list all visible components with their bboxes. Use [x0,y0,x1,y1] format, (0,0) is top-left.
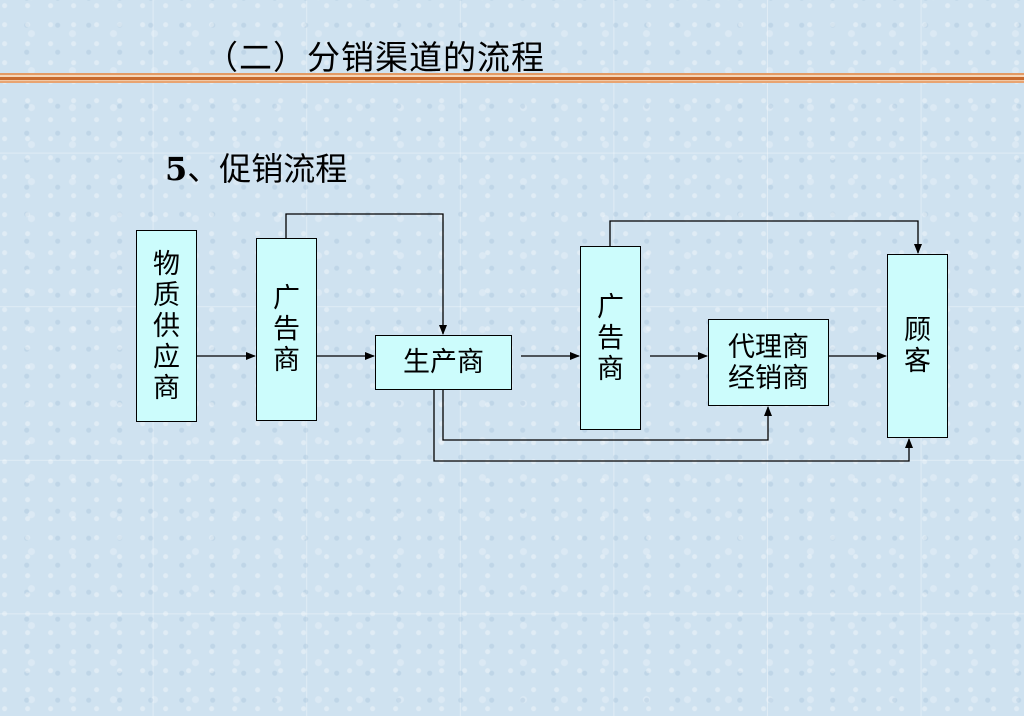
arrow-advertiser-over-to-producer [285,213,447,335]
node-advertiser-2: 广告商 [580,246,641,430]
node-customer: 顾客 [887,254,948,438]
node-label: 代理商经销商 [728,331,809,394]
node-label: 广告商 [597,291,624,385]
title-divider [0,73,1024,83]
section-number: 5 [165,150,188,188]
arrow-producer-below-to-customer [433,390,913,462]
node-label: 广告商 [273,283,300,376]
node-label: 顾客 [904,315,931,377]
section-heading: 5、促销流程 [165,144,347,190]
node-label: 物质供应商 [153,248,180,404]
node-agent-dealer: 代理商经销商 [708,319,829,406]
arrow-advertiser-over-to-customer [609,220,922,254]
section-label: 、促销流程 [187,150,348,188]
arrow-producer-below-to-agent [442,390,772,441]
node-producer: 生产商 [375,335,512,390]
node-material-supplier: 物质供应商 [136,230,197,422]
node-advertiser-1: 广告商 [256,238,317,421]
node-label: 生产商 [403,347,484,378]
slide-title: （二）分销渠道的流程 [205,38,545,77]
